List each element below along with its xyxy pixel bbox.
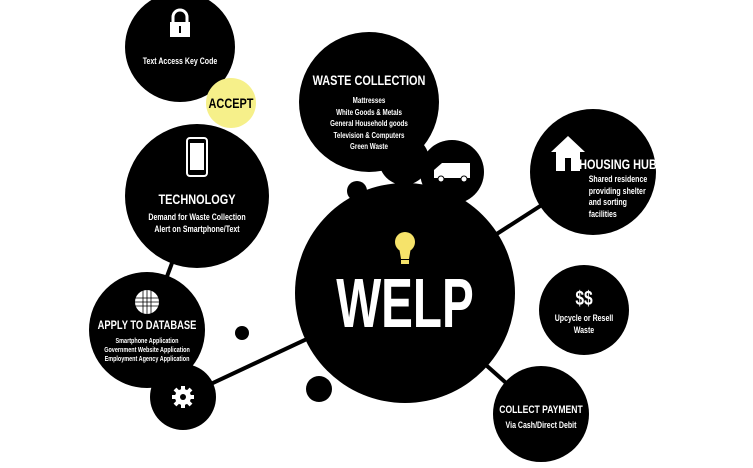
database-line: Smartphone Application [115, 338, 179, 345]
waste-line: Green Waste [350, 142, 388, 152]
technology-title: TECHNOLOGY [158, 191, 236, 207]
lightbulb-icon [395, 232, 415, 264]
technology-text: Demand for Waste Collection Alert on Sma… [148, 212, 245, 235]
technology-line: Demand for Waste Collection [148, 212, 246, 222]
payment-node [493, 366, 589, 462]
waste-title: WASTE COLLECTION [312, 72, 426, 88]
center-title: WELP [336, 264, 474, 342]
money-title: $$ [575, 288, 593, 310]
smartphone-icon [186, 137, 208, 177]
lock-node [125, 0, 235, 102]
lock-label: Text Access Key Code [142, 56, 218, 66]
waste-line: General Household goods [330, 119, 408, 129]
accept-button[interactable]: ACCEPT [208, 95, 254, 111]
payment-title: COLLECT PAYMENT [499, 404, 583, 416]
money-node [539, 265, 629, 355]
housing-line: facilities [588, 209, 617, 220]
housing-line: and sorting [588, 197, 627, 208]
housing-node [530, 109, 656, 235]
money-line: Upcycle or Resell [554, 313, 614, 323]
dot [379, 135, 429, 185]
waste-line: White Goods & Metals [336, 107, 402, 117]
payment-text: Via Cash/Direct Debit [505, 420, 577, 430]
housing-title: HOUSING HUB [579, 156, 657, 172]
waste-line: Mattresses [352, 96, 386, 105]
lock-icon [170, 8, 190, 37]
database-text: Smartphone Application Government Websit… [104, 337, 190, 364]
gear-icon [172, 386, 194, 408]
database-title: APPLY TO DATABASE [97, 318, 197, 332]
database-node [89, 272, 205, 388]
van-icon [434, 163, 470, 183]
database-line: Government Website Application [104, 347, 190, 355]
money-text: Upcycle or Resell Waste [555, 313, 614, 336]
technology-line: Alert on Smartphone/Text [154, 223, 240, 234]
house-icon [551, 136, 585, 171]
technology-node [125, 124, 269, 268]
housing-text: Shared residence providing shelter and s… [589, 174, 648, 221]
database-line: Employment Agency Application [104, 356, 190, 364]
center-node [295, 183, 515, 403]
accept-node [206, 78, 256, 128]
waste-text: Mattresses White Goods & Metals General … [330, 95, 408, 153]
waste-line: Television & Computers [333, 130, 405, 140]
dot [235, 326, 249, 340]
housing-line: Shared residence [588, 174, 648, 184]
money-line: Waste [573, 324, 595, 335]
housing-line: providing shelter [588, 185, 646, 196]
globe-icon [135, 290, 159, 314]
dot [306, 376, 332, 402]
